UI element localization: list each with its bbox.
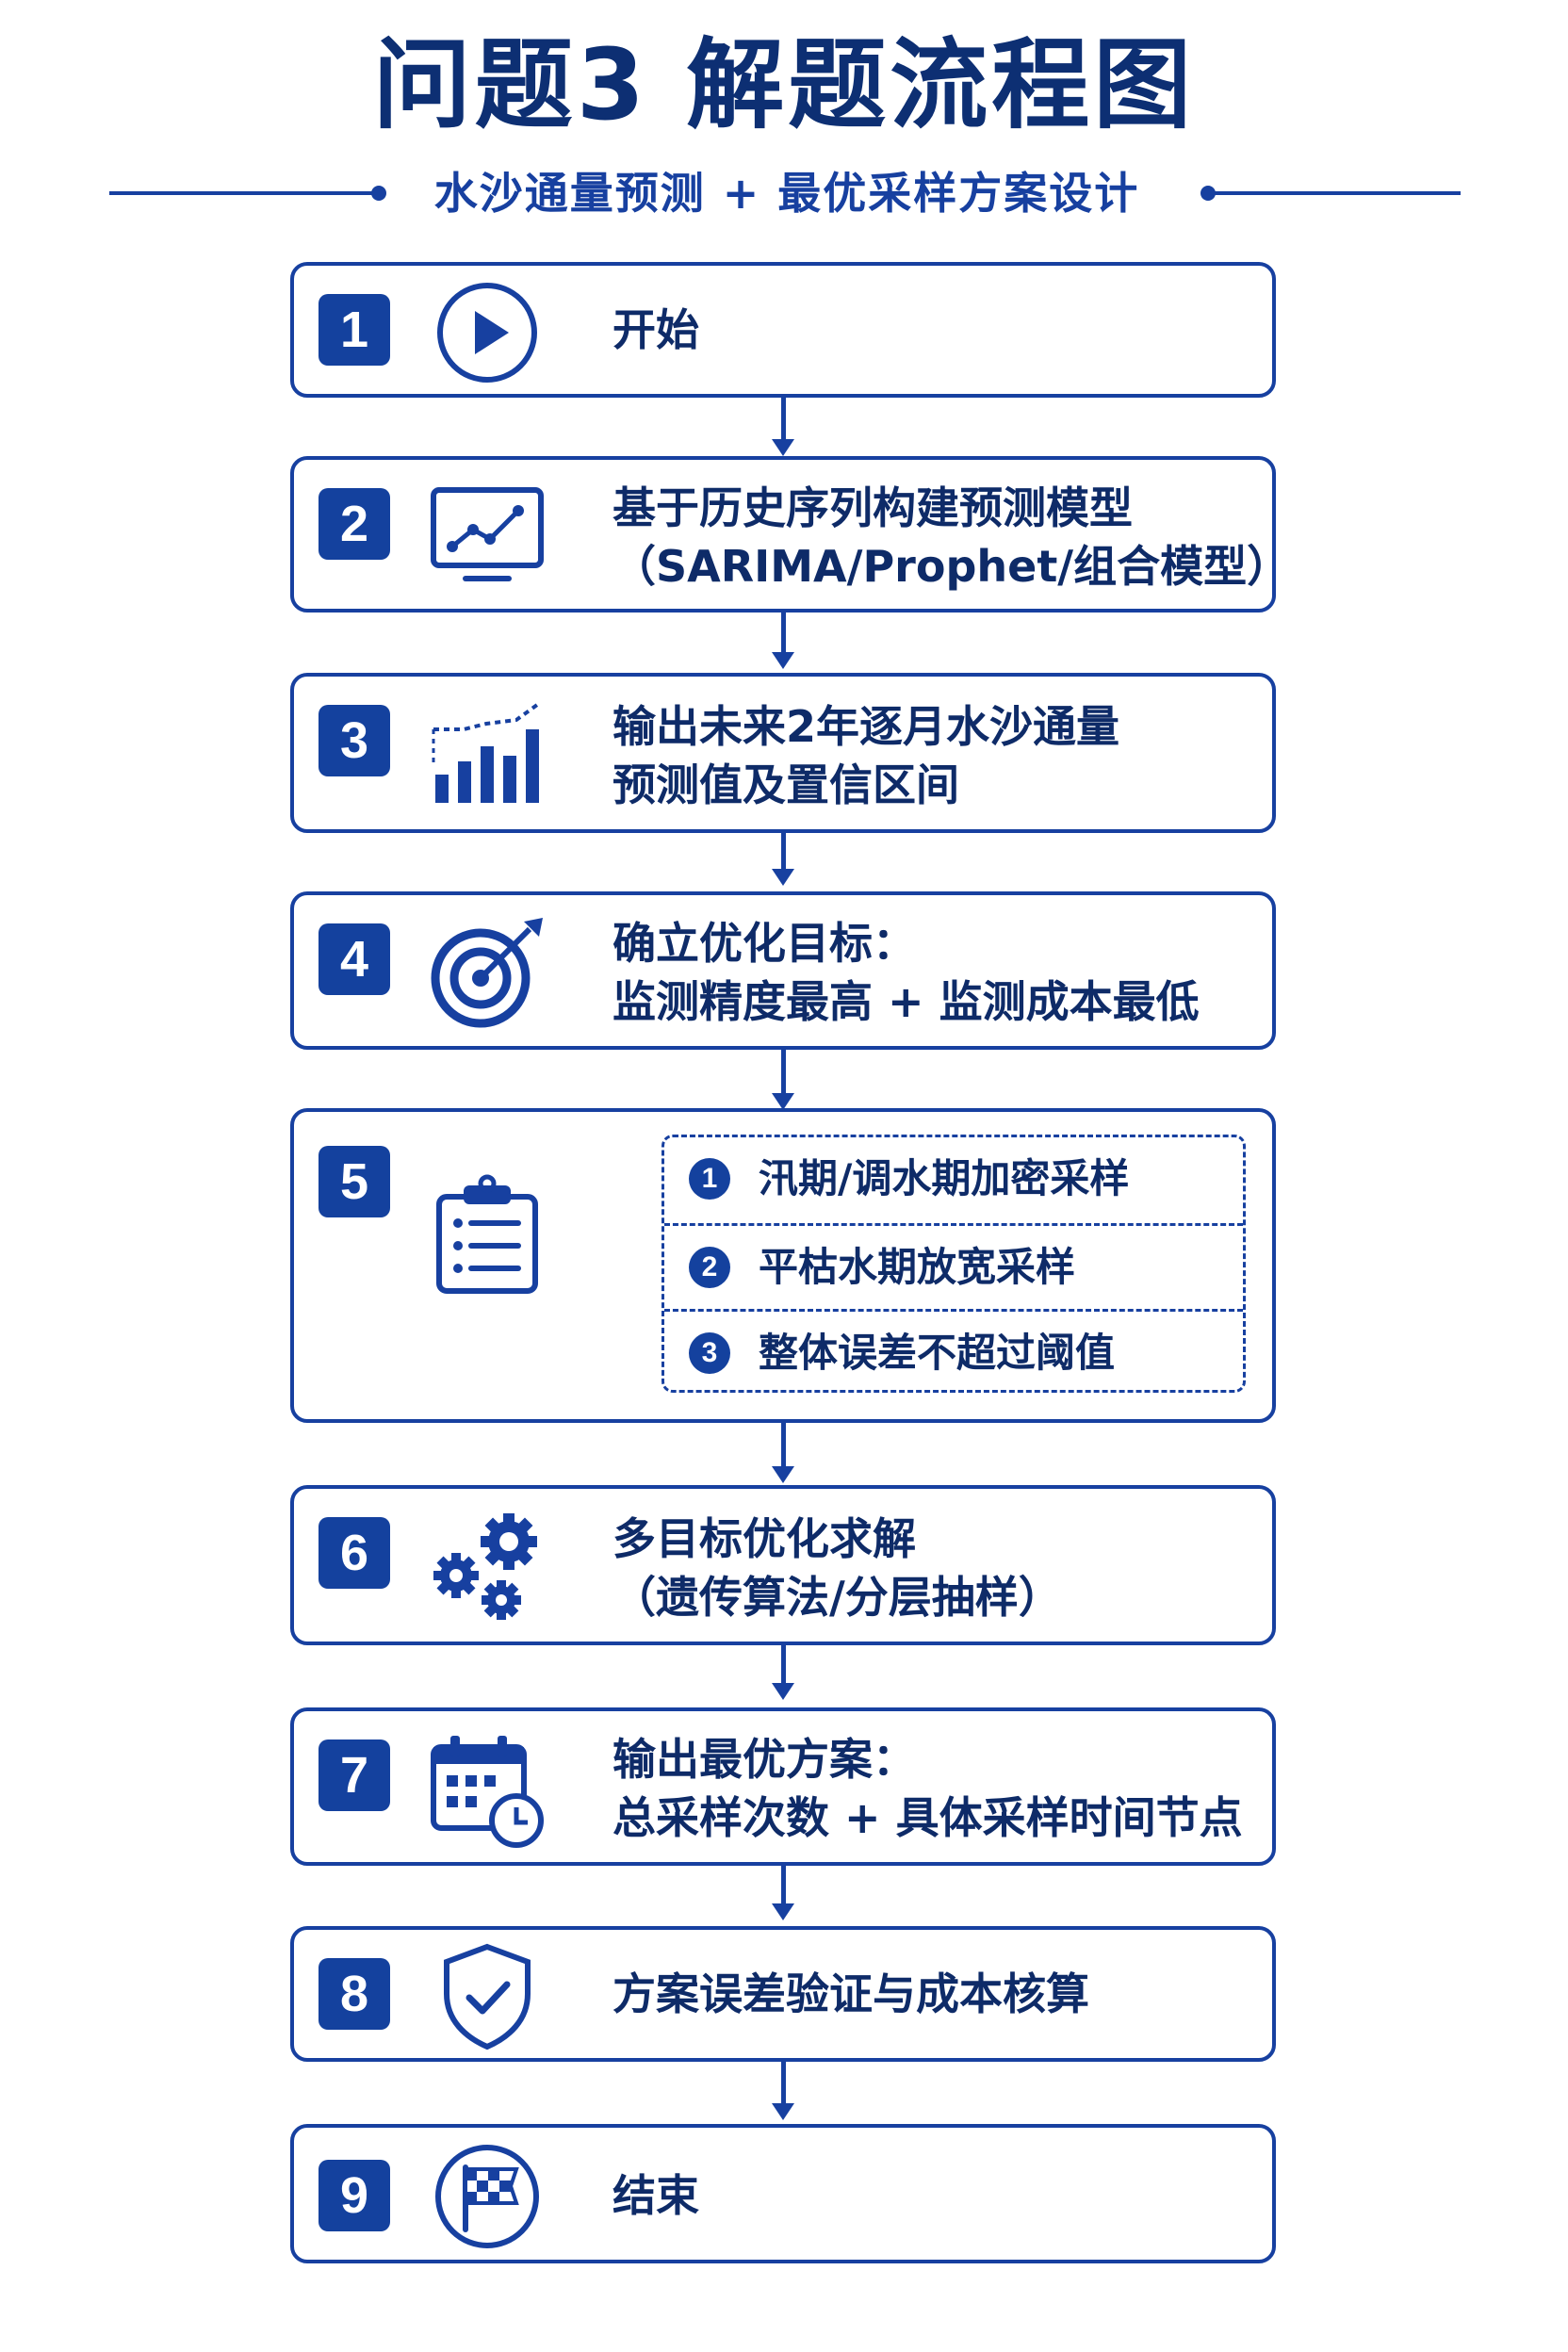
step-3-number-badge: 3 — [318, 705, 390, 776]
subitem-1: 1 汛期/调水期加密采样 — [664, 1137, 1243, 1223]
step-1-box: 1 开始 — [290, 262, 1276, 398]
subitem-3-number: 3 — [689, 1332, 730, 1374]
subitem-2: 2 平枯水期放宽采样 — [664, 1223, 1243, 1309]
step-3-box: 3 输出未来2年逐月水沙通量 预测值及置信区间 — [290, 673, 1276, 833]
step-1-number-badge: 1 — [318, 294, 390, 366]
arrow-head-3 — [772, 869, 794, 886]
step-2-box: 2 基于历史序列构建预测模型 （SARIMA/Prophet/组合模型） — [290, 456, 1291, 612]
subtitle-divider-left — [109, 191, 377, 195]
bar-chart-trend-icon — [426, 692, 548, 814]
step-2-number-badge: 2 — [318, 488, 390, 560]
arrow-connector-8 — [781, 2062, 786, 2109]
step-8-number-badge: 8 — [318, 1958, 390, 2030]
arrow-connector-6 — [781, 1645, 786, 1689]
subitem-3-text: 整体误差不超过阈值 — [759, 1330, 1116, 1376]
arrow-head-5 — [772, 1466, 794, 1483]
arrow-head-8 — [772, 2103, 794, 2120]
subtitle: 水沙通量预测 + 最优采样方案设计 — [433, 168, 1140, 219]
step-9-box: 9 结束 — [290, 2124, 1276, 2263]
step-6-box: 6 多目标优化求解 （遗传算法/分层抽样） — [290, 1485, 1276, 1645]
subitem-1-text: 汛期/调水期加密采样 — [759, 1155, 1130, 1201]
step-5-number-badge: 5 — [318, 1146, 390, 1217]
step-1-text-line-1: 开始 — [612, 304, 699, 355]
clipboard-list-icon — [426, 1174, 548, 1297]
subtitle-divider-right — [1208, 191, 1461, 195]
subitem-2-number: 2 — [689, 1247, 730, 1288]
arrow-head-4 — [772, 1093, 794, 1110]
step-6-number-badge: 6 — [318, 1517, 390, 1589]
step-2-text-line-2: （SARIMA/Prophet/组合模型） — [612, 541, 1291, 592]
subitem-2-text: 平枯水期放宽采样 — [759, 1244, 1076, 1290]
monitor-line-chart-icon — [426, 473, 548, 596]
arrow-connector-5 — [781, 1423, 786, 1472]
step-8-box: 8 方案误差验证与成本核算 — [290, 1926, 1276, 2062]
step-2-text-line-1: 基于历史序列构建预测模型 — [612, 482, 1133, 533]
arrow-connector-2 — [781, 612, 786, 658]
step-9-number-badge: 9 — [318, 2160, 390, 2231]
step-4-number-badge: 4 — [318, 923, 390, 995]
arrow-connector-3 — [781, 833, 786, 874]
arrow-head-2 — [772, 652, 794, 669]
subitem-3: 3 整体误差不超过阈值 — [664, 1309, 1243, 1395]
step-3-text-line-2: 预测值及置信区间 — [612, 760, 959, 810]
target-icon — [426, 912, 548, 1035]
subtitle-dot-left — [371, 186, 386, 201]
step-9-text-line-1: 结束 — [612, 2170, 699, 2221]
step-6-text-line-1: 多目标优化求解 — [612, 1513, 916, 1564]
step-5-subitems-box: 1 汛期/调水期加密采样 2 平枯水期放宽采样 3 整体误差不超过阈值 — [662, 1135, 1246, 1393]
step-4-text-line-2: 监测精度最高 + 监测成本最低 — [612, 976, 1200, 1027]
step-7-text-line-2: 总采样次数 + 具体采样时间节点 — [612, 1792, 1243, 1843]
step-7-number-badge: 7 — [318, 1740, 390, 1811]
step-5-box: 5 1 汛期/调水期加密采样 2 平枯水期放宽采样 3 整体误差不超过阈值 — [290, 1108, 1276, 1423]
step-8-text-line-1: 方案误差验证与成本核算 — [612, 1968, 1089, 2019]
arrow-head-1 — [772, 439, 794, 456]
step-4-box: 4 确立优化目标： 监测精度最高 + 监测成本最低 — [290, 891, 1276, 1050]
subitem-1-number: 1 — [689, 1158, 730, 1200]
arrow-head-7 — [772, 1903, 794, 1920]
arrow-connector-4 — [781, 1050, 786, 1099]
step-3-text-line-1: 输出未来2年逐月水沙通量 — [612, 701, 1120, 752]
page-title: 问题3 解题流程图 — [372, 27, 1196, 142]
finish-flag-icon — [426, 2135, 548, 2258]
step-7-text-line-1: 输出最优方案： — [612, 1734, 916, 1785]
shield-check-icon — [426, 1936, 548, 2058]
play-circle-icon — [426, 271, 548, 394]
calendar-clock-icon — [426, 1728, 548, 1851]
step-6-text-line-2: （遗传算法/分层抽样） — [612, 1572, 1062, 1623]
step-4-text-line-1: 确立优化目标： — [612, 918, 916, 969]
step-7-box: 7 输出最优方案： 总采样次数 + 具体采样时间节点 — [290, 1707, 1276, 1866]
arrow-connector-7 — [781, 1866, 786, 1909]
arrow-connector-1 — [781, 398, 786, 445]
gears-icon — [426, 1506, 548, 1628]
arrow-head-6 — [772, 1683, 794, 1700]
subtitle-row: 水沙通量预测 + 最优采样方案设计 — [0, 160, 1568, 226]
